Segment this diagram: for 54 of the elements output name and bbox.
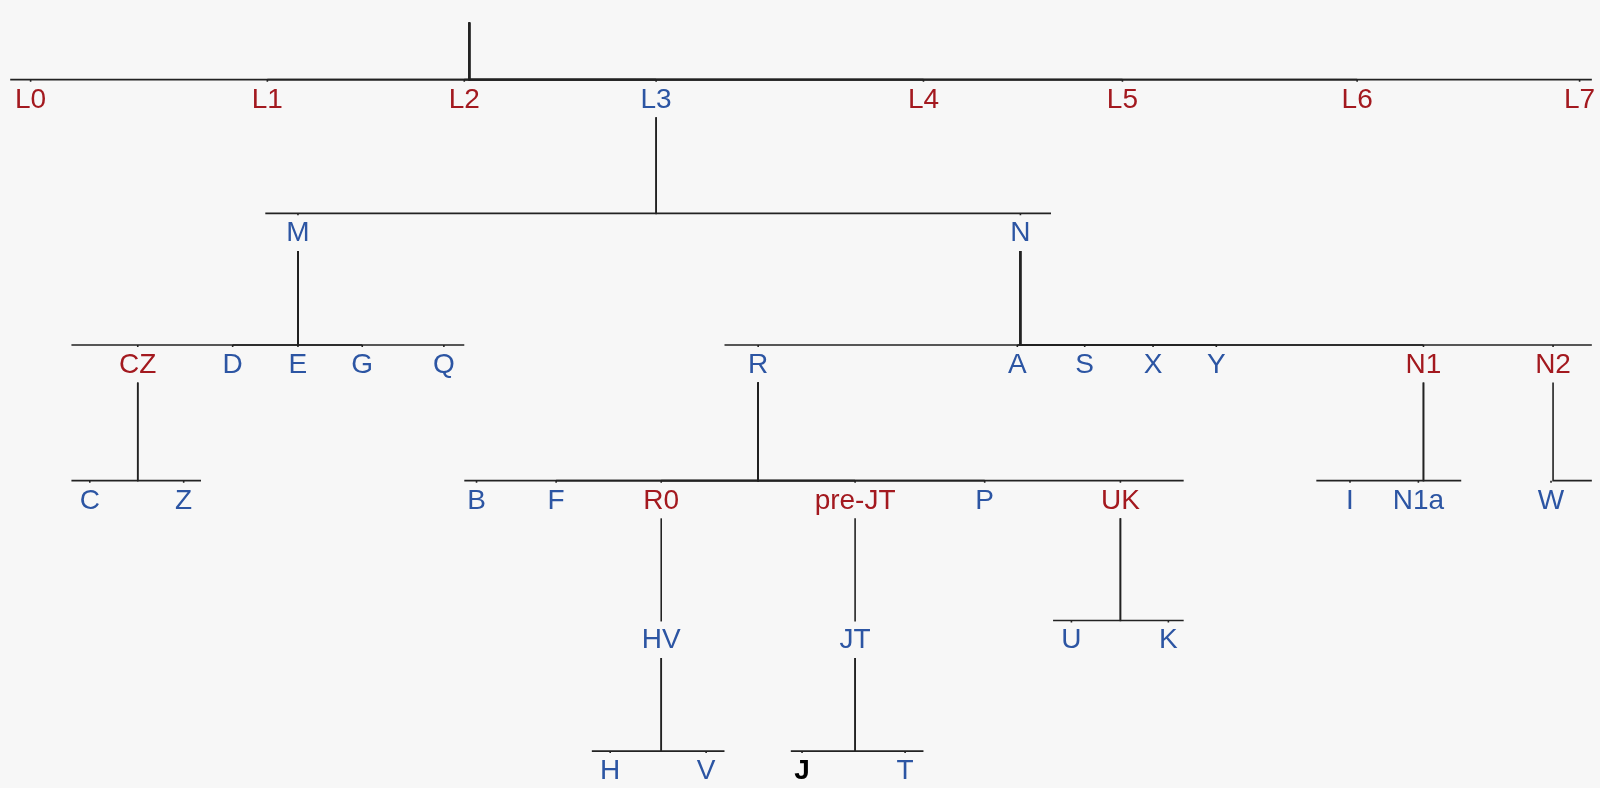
haplogroup-label: F [546, 483, 566, 516]
haplogroup-label: D [221, 347, 244, 380]
haplogroup-label: R [747, 347, 770, 380]
haplogroup-label: B [466, 483, 487, 516]
haplogroup-label: Y [1205, 347, 1227, 380]
tree-connector [1550, 381, 1593, 484]
haplogroup-label: I [1345, 483, 1355, 516]
haplogroup-label: M [285, 216, 311, 249]
haplogroup-label: H [599, 754, 622, 787]
haplogroup-label: E [287, 347, 309, 380]
tree-connector [660, 657, 726, 754]
tree-connector [655, 116, 1052, 217]
haplogroup-label: L5 [1105, 82, 1139, 115]
tree-connector [1119, 517, 1185, 624]
haplogroup-label: N1a [1391, 483, 1446, 516]
tree-connector [854, 657, 925, 754]
haplogroup-label: L3 [639, 82, 673, 115]
haplogroup-label: W [1536, 483, 1566, 516]
haplogroup-label: J [793, 754, 811, 787]
haplogroup-label: N1 [1404, 347, 1443, 380]
haplogroup-label: V [695, 754, 717, 787]
tree-connector [468, 21, 1593, 83]
haplogroup-label: N2 [1534, 347, 1572, 380]
haplogroup-label: A [1007, 347, 1028, 380]
haplogroup-label: JT [838, 623, 872, 656]
tree-connector [1019, 250, 1593, 348]
haplogroup-label: U [1060, 623, 1083, 656]
haplogroup-label: L0 [14, 82, 48, 115]
haplogroup-label: L4 [906, 82, 941, 115]
haplogroup-label: R0 [642, 483, 681, 516]
haplogroup-label: L2 [447, 82, 481, 115]
haplogroup-label: X [1142, 347, 1164, 380]
haplogroup-label: L7 [1563, 82, 1597, 115]
haplogroup-label: CZ [118, 347, 158, 380]
tree-connector [854, 517, 856, 623]
haplogroup-label: L1 [250, 82, 284, 115]
haplogroup-label: L6 [1340, 82, 1374, 115]
haplogroup-label: T [895, 754, 915, 787]
haplogroup-label: C [78, 483, 101, 516]
haplogroup-label: pre-JT [813, 483, 897, 516]
haplogroup-label: S [1074, 347, 1096, 380]
haplogroup-label: Q [432, 347, 456, 380]
tree-connector [136, 381, 202, 484]
haplogroup-label: N [1009, 216, 1032, 249]
haplogroup-label: P [974, 483, 996, 516]
haplogroup-label: UK [1099, 483, 1141, 516]
haplogroup-label: HV [640, 623, 682, 656]
tree-connector [660, 517, 662, 623]
haplogroup-label: Z [174, 483, 194, 516]
tree-connector [297, 250, 466, 348]
haplogroup-label: K [1158, 623, 1179, 656]
haplogroup-label: G [350, 347, 375, 380]
tree-connector [757, 381, 1185, 484]
tree-connector [1417, 381, 1462, 484]
